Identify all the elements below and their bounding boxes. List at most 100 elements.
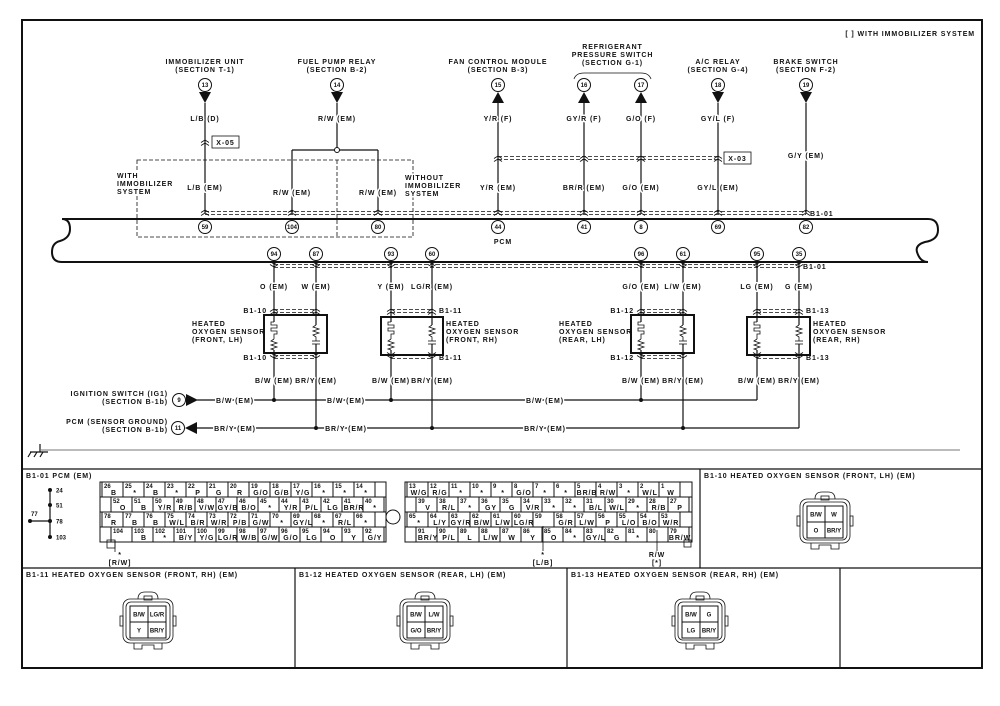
- pin-number: 94: [323, 529, 330, 535]
- pin-wire-color: B: [153, 490, 159, 497]
- pin-wire-color: L/W: [483, 535, 499, 542]
- connector-face-icon: [796, 491, 854, 550]
- pin-wire-color: Y/R: [284, 505, 298, 512]
- pin-wire-color: *: [501, 490, 505, 497]
- pin-number: 42: [323, 499, 330, 505]
- side-pin-label: 103: [56, 536, 67, 542]
- pin-number: 46: [239, 499, 246, 505]
- connector-terminal-icon: [427, 352, 437, 359]
- arrow-down-icon: [199, 92, 211, 103]
- pcm-pin-cell: 62B/W: [469, 511, 492, 528]
- connector-cell-label: LG/R: [150, 613, 165, 619]
- sensor-connector-label: B1-11: [439, 355, 462, 362]
- pcm-pin-cell: 49R/B: [173, 496, 196, 513]
- pin-number: 38: [439, 499, 446, 505]
- pin-number: 22: [188, 484, 195, 490]
- sensor-name: OXYGEN SENSOR: [559, 329, 632, 336]
- pin-number: 37: [460, 499, 467, 505]
- wire-label: R/W (EM): [318, 116, 356, 123]
- pin-number: 72: [230, 514, 237, 520]
- pin-wire-color: B: [111, 490, 117, 497]
- pin-wire-color: G/O: [283, 535, 299, 542]
- sensor-name: (FRONT, LH): [192, 337, 243, 344]
- pcm-pin-cell: 45*: [257, 496, 280, 513]
- wire-label: O (EM): [260, 284, 288, 291]
- connector-cell: LG: [681, 621, 701, 639]
- pin-wire-color: *: [552, 505, 556, 512]
- pcm-pin-cell: 87W: [499, 526, 522, 543]
- pin-wire-color: GY/R: [451, 520, 472, 527]
- reference-number: 19: [803, 83, 810, 89]
- connector-split-line: [641, 355, 683, 359]
- connector-split-line: [757, 309, 799, 313]
- connector-x03-label: X-03: [728, 156, 746, 163]
- connector-cell-label: B/W: [685, 613, 697, 619]
- reference-number: 94: [271, 252, 278, 258]
- connector-cell-label: G/O: [410, 629, 421, 635]
- pin-number: 10: [472, 484, 479, 490]
- resistor-icon: [386, 338, 396, 351]
- pin-wire-color: G/B: [274, 490, 289, 497]
- pcm-pin-cell: 28R/B: [646, 496, 669, 513]
- resistor-icon: [427, 324, 437, 341]
- arrow-up-icon: [492, 92, 504, 103]
- pin-wire-color: Y/G: [296, 490, 311, 497]
- pin-wire-color: G/W: [262, 535, 279, 542]
- side-pin-label: 77: [31, 512, 38, 518]
- connector-cell: B/W: [129, 605, 149, 623]
- pin-wire-color: P/L: [442, 535, 456, 542]
- reference-number: 82: [803, 225, 810, 231]
- pin-wire-color: W/L: [609, 505, 625, 512]
- connector-cell-label: BR/Y: [427, 629, 441, 635]
- connector-terminal-icon: [801, 209, 811, 216]
- pin-wire-color: LG: [306, 535, 318, 542]
- pin-wire-color: P/L: [305, 505, 319, 512]
- wire-label: L/B (D): [190, 116, 219, 123]
- junction-dot: [389, 398, 393, 402]
- connector-cell-label: B/W: [410, 613, 422, 619]
- pin-wire-color: B/Y: [179, 535, 193, 542]
- pin-wire-color: B: [141, 535, 147, 542]
- wire-label: BR/Y (EM): [662, 378, 704, 385]
- connector-cell: Y: [129, 621, 149, 639]
- reference-number: 44: [495, 225, 502, 231]
- pin-number: 31: [586, 499, 593, 505]
- sensor-connector-view-3: B1-13 HEATED OXYGEN SENSOR (REAR, RH) (E…: [571, 572, 778, 650]
- wire-label: Y/R (EM): [480, 185, 516, 192]
- arrow-right-icon: [186, 394, 198, 406]
- connector-terminal-icon: [427, 308, 437, 315]
- reference-circle: 14: [330, 78, 344, 92]
- side-pin-label: 24: [56, 489, 63, 495]
- resistor-icon: [794, 324, 804, 341]
- pin-number: 54: [640, 514, 647, 520]
- pin-number: 49: [176, 499, 183, 505]
- wire-label: B/W (EM): [216, 398, 254, 405]
- connector-cell: G/O: [406, 621, 426, 639]
- pin-number: 19: [251, 484, 258, 490]
- pin-number: 36: [481, 499, 488, 505]
- connector-terminal-icon: [386, 352, 396, 359]
- sensor-connector-view-2: B1-12 HEATED OXYGEN SENSOR (REAR, LH) (E…: [299, 572, 505, 650]
- pin-number: 75: [167, 514, 174, 520]
- pcm-label: PCM: [494, 239, 512, 246]
- pcm-pin-cell: 16*: [311, 481, 334, 498]
- connector-terminal-icon: [311, 352, 321, 359]
- pcm-pin-cell: 66*: [353, 511, 376, 528]
- reference-number: 104: [287, 225, 298, 231]
- pin-wire-color: G: [509, 505, 515, 512]
- immobilizer-region: WITHIMMOBILIZERSYSTEMWITHOUTIMMOBILIZERS…: [116, 159, 462, 238]
- pcm-pin-cell: 30W/L: [604, 496, 627, 513]
- connector-terminal-icon: [752, 352, 762, 359]
- wire-label: BR/R (EM): [563, 185, 605, 192]
- wire-label: G/Y (EM): [788, 153, 824, 160]
- pcm-pin-cell: 5BR/B: [574, 481, 597, 498]
- pcm-pin-cell: 24B: [143, 481, 166, 498]
- connector-cell: BR/Y: [824, 521, 844, 539]
- reference-circle: 18: [711, 78, 725, 92]
- connector-face-icon: [671, 591, 729, 650]
- pin-wire-color: *: [573, 535, 577, 542]
- pcm-pin-cell: 80: [646, 526, 669, 543]
